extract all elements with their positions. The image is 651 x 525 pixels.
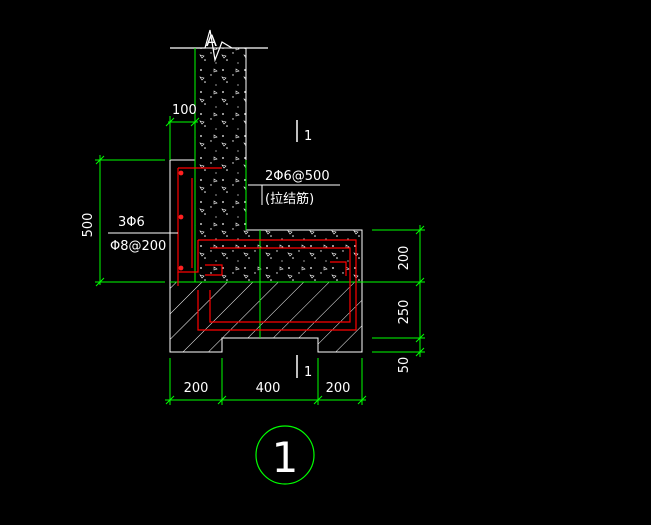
detail-number-text: 1 bbox=[272, 433, 299, 482]
dim-right-lower-text: 50 bbox=[397, 357, 412, 374]
tie-bar-label: 2Φ6@500 bbox=[265, 169, 330, 184]
dim-right bbox=[372, 225, 425, 357]
footing-hatched bbox=[169, 281, 363, 353]
rebar-dots bbox=[178, 170, 184, 271]
concrete-wall bbox=[194, 47, 363, 283]
rebar bbox=[177, 167, 357, 331]
section-mark-bottom: 1 bbox=[304, 365, 312, 380]
stirrup-bottom-label: Φ8@200 bbox=[110, 239, 166, 254]
dim-bottom-right-text: 200 bbox=[326, 381, 351, 396]
annotation-leaders bbox=[108, 184, 340, 234]
dim-bottom-middle-text: 400 bbox=[256, 381, 281, 396]
dim-wall-offset bbox=[165, 116, 200, 160]
top-break-line: A bbox=[170, 29, 268, 63]
dim-wall-offset-text: 100 bbox=[172, 103, 197, 118]
top-break-label: A bbox=[206, 31, 217, 50]
dim-height-left-text: 500 bbox=[81, 213, 96, 238]
detail-number-marker: 1 bbox=[255, 425, 315, 485]
dim-height-left bbox=[95, 155, 165, 287]
wall-outline bbox=[169, 159, 195, 283]
tie-bar-note: (拉结筋) bbox=[265, 191, 314, 207]
dim-right-middle-text: 250 bbox=[397, 300, 412, 325]
dim-right-upper-text: 200 bbox=[397, 246, 412, 271]
section-mark-top: 1 bbox=[304, 129, 312, 144]
dim-bottom-left-text: 200 bbox=[184, 381, 209, 396]
stirrup-top-label: 3Φ6 bbox=[118, 215, 145, 230]
dim-bottom bbox=[165, 358, 367, 405]
